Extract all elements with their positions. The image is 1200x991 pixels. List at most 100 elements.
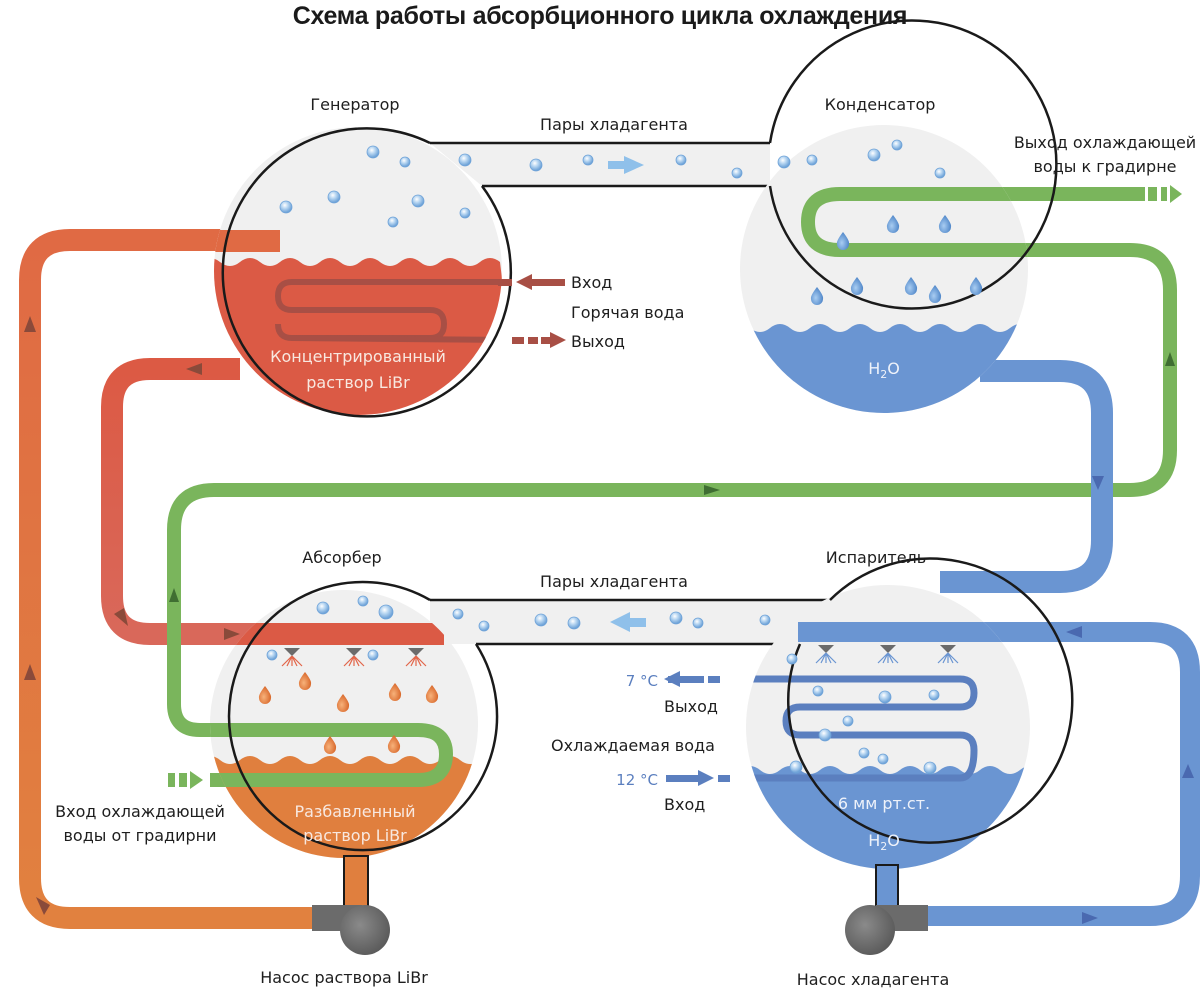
diagram-title: Схема работы абсорбционного цикла охлажд…: [292, 2, 908, 30]
bubble-icon: [812, 685, 824, 697]
bubble-icon: [675, 154, 687, 166]
refrigerant-pump-label: Насос хладагента: [797, 970, 950, 989]
vapor-top-label: Пары хладагента: [540, 115, 688, 134]
absorber-solution-line1: Разбавленный: [294, 802, 415, 821]
absorber-outlet-stem: [343, 855, 369, 909]
hot-water-out-dash-1: [512, 337, 524, 344]
bubble-icon: [777, 155, 791, 169]
flow-arrow-right-conc-icon: [224, 628, 240, 640]
vapor-bubbles: [266, 139, 946, 775]
hot-water-in-stub: [498, 279, 512, 286]
vapor-channel-top: [430, 141, 770, 188]
bubble-icon: [357, 595, 369, 607]
flow-arrow-up-green-right-icon: [1165, 352, 1175, 366]
bubble-icon: [478, 620, 490, 632]
arrow-hot-water-out-icon: [541, 332, 566, 348]
vapor-flow-right-icon: [608, 156, 644, 174]
bubble-icon: [378, 604, 394, 620]
flow-arrow-left-conc-icon: [186, 363, 202, 375]
cooling-in-line1: Вход охлаждающей: [55, 802, 225, 821]
flow-arrow-up-left-icon: [24, 316, 36, 332]
bubble-icon: [567, 616, 581, 630]
bubble-icon: [867, 148, 881, 162]
absorber-solution-line2: раствор LiBr: [303, 826, 407, 845]
bubble-icon: [452, 608, 464, 620]
evaporator-outlet-stem: [875, 864, 899, 908]
hot-water-out-dash-2: [528, 337, 538, 344]
cooling-in-dash-2: [179, 773, 187, 787]
cooling-out-dash-2: [1161, 187, 1167, 201]
refrigerant-pump-icon: [845, 905, 928, 955]
arrow-hot-water-in-icon: [516, 274, 565, 290]
chilled-in-dash: [718, 775, 730, 782]
solution-drop-icon: [323, 736, 337, 754]
flow-arrow-diag-bottom-left-icon: [36, 897, 50, 915]
chilled-in-temp: 12 °C: [616, 771, 658, 789]
hot-water-coil: [274, 279, 502, 341]
flow-arrow-up-left-lower-icon: [24, 664, 36, 680]
bubble-icon: [818, 728, 832, 742]
pipe-concentrated-solution: [101, 358, 444, 645]
evaporator-h2o-label: H2O: [868, 831, 900, 853]
flow-arrow-down-conc-icon: [114, 608, 128, 626]
bubble-icon: [842, 715, 854, 727]
water-drop-icon: [904, 277, 918, 295]
chilled-in-label: Вход: [664, 795, 705, 814]
bubble-icon: [669, 611, 683, 625]
condenser-h2o-label: H2O: [868, 359, 900, 381]
solution-drop-icon: [388, 683, 402, 701]
bubble-icon: [367, 649, 379, 661]
solution-drop-icon: [298, 672, 312, 690]
chilled-in-stub: [666, 775, 698, 782]
bubble-icon: [411, 194, 425, 208]
bubble-icon: [731, 167, 743, 179]
flow-arrow-right-green-icon: [704, 485, 720, 495]
water-drop-icon: [886, 215, 900, 233]
flow-arrow-right-blue-icon: [1082, 912, 1098, 924]
pipe-condensate: [940, 360, 1113, 593]
solution-drop-icon: [258, 686, 272, 704]
cooling-out-line2: воды к градирне: [1033, 157, 1176, 176]
bubble-icon: [582, 154, 594, 166]
arrow-cooling-out-icon: [1170, 185, 1182, 203]
bubble-icon: [266, 649, 278, 661]
bubble-icon: [928, 689, 940, 701]
hot-water-out-label: Выход: [571, 332, 625, 351]
water-drop-icon: [969, 277, 983, 295]
chilled-water-label: Охлаждаемая вода: [551, 736, 715, 755]
bubble-icon: [458, 153, 472, 167]
chilled-out-stub: [668, 676, 704, 683]
bubble-icon: [878, 690, 892, 704]
water-drop-icon: [836, 232, 850, 250]
vapor-bottom-label: Пары хладагента: [540, 572, 688, 591]
generator-label: Генератор: [310, 95, 399, 114]
vapor-flow-left-icon: [610, 612, 646, 632]
cooling-in-dash-1: [168, 773, 175, 787]
bubble-icon: [327, 190, 341, 204]
bubble-icon: [891, 139, 903, 151]
bubble-icon: [923, 761, 937, 775]
solution-pump-label: Насос раствора LiBr: [260, 968, 428, 987]
bubble-icon: [806, 154, 818, 166]
bubble-icon: [934, 167, 946, 179]
chilled-out-temp: 7 °C: [626, 672, 658, 690]
bubble-icon: [858, 747, 870, 759]
bubble-icon: [316, 601, 330, 615]
cooling-out-dash-1: [1148, 187, 1157, 201]
water-drop-icon: [850, 277, 864, 295]
arrow-chilled-in-icon: [698, 770, 714, 786]
bubble-icon: [366, 145, 380, 159]
bubble-icon: [789, 760, 803, 774]
flow-arrow-left-blue-icon: [1066, 626, 1082, 638]
generator-solution-line1: Концентрированный: [270, 347, 446, 366]
flow-arrow-up-blue-icon: [1182, 764, 1194, 778]
bubble-icon: [529, 158, 543, 172]
solution-drop-icon: [425, 685, 439, 703]
pipe-dilute-solution: [19, 229, 318, 929]
water-drop-icon: [810, 287, 824, 305]
bubble-icon: [459, 207, 471, 219]
bubble-icon: [399, 156, 411, 168]
bubble-icon: [534, 613, 548, 627]
water-drop-icon: [928, 285, 942, 303]
